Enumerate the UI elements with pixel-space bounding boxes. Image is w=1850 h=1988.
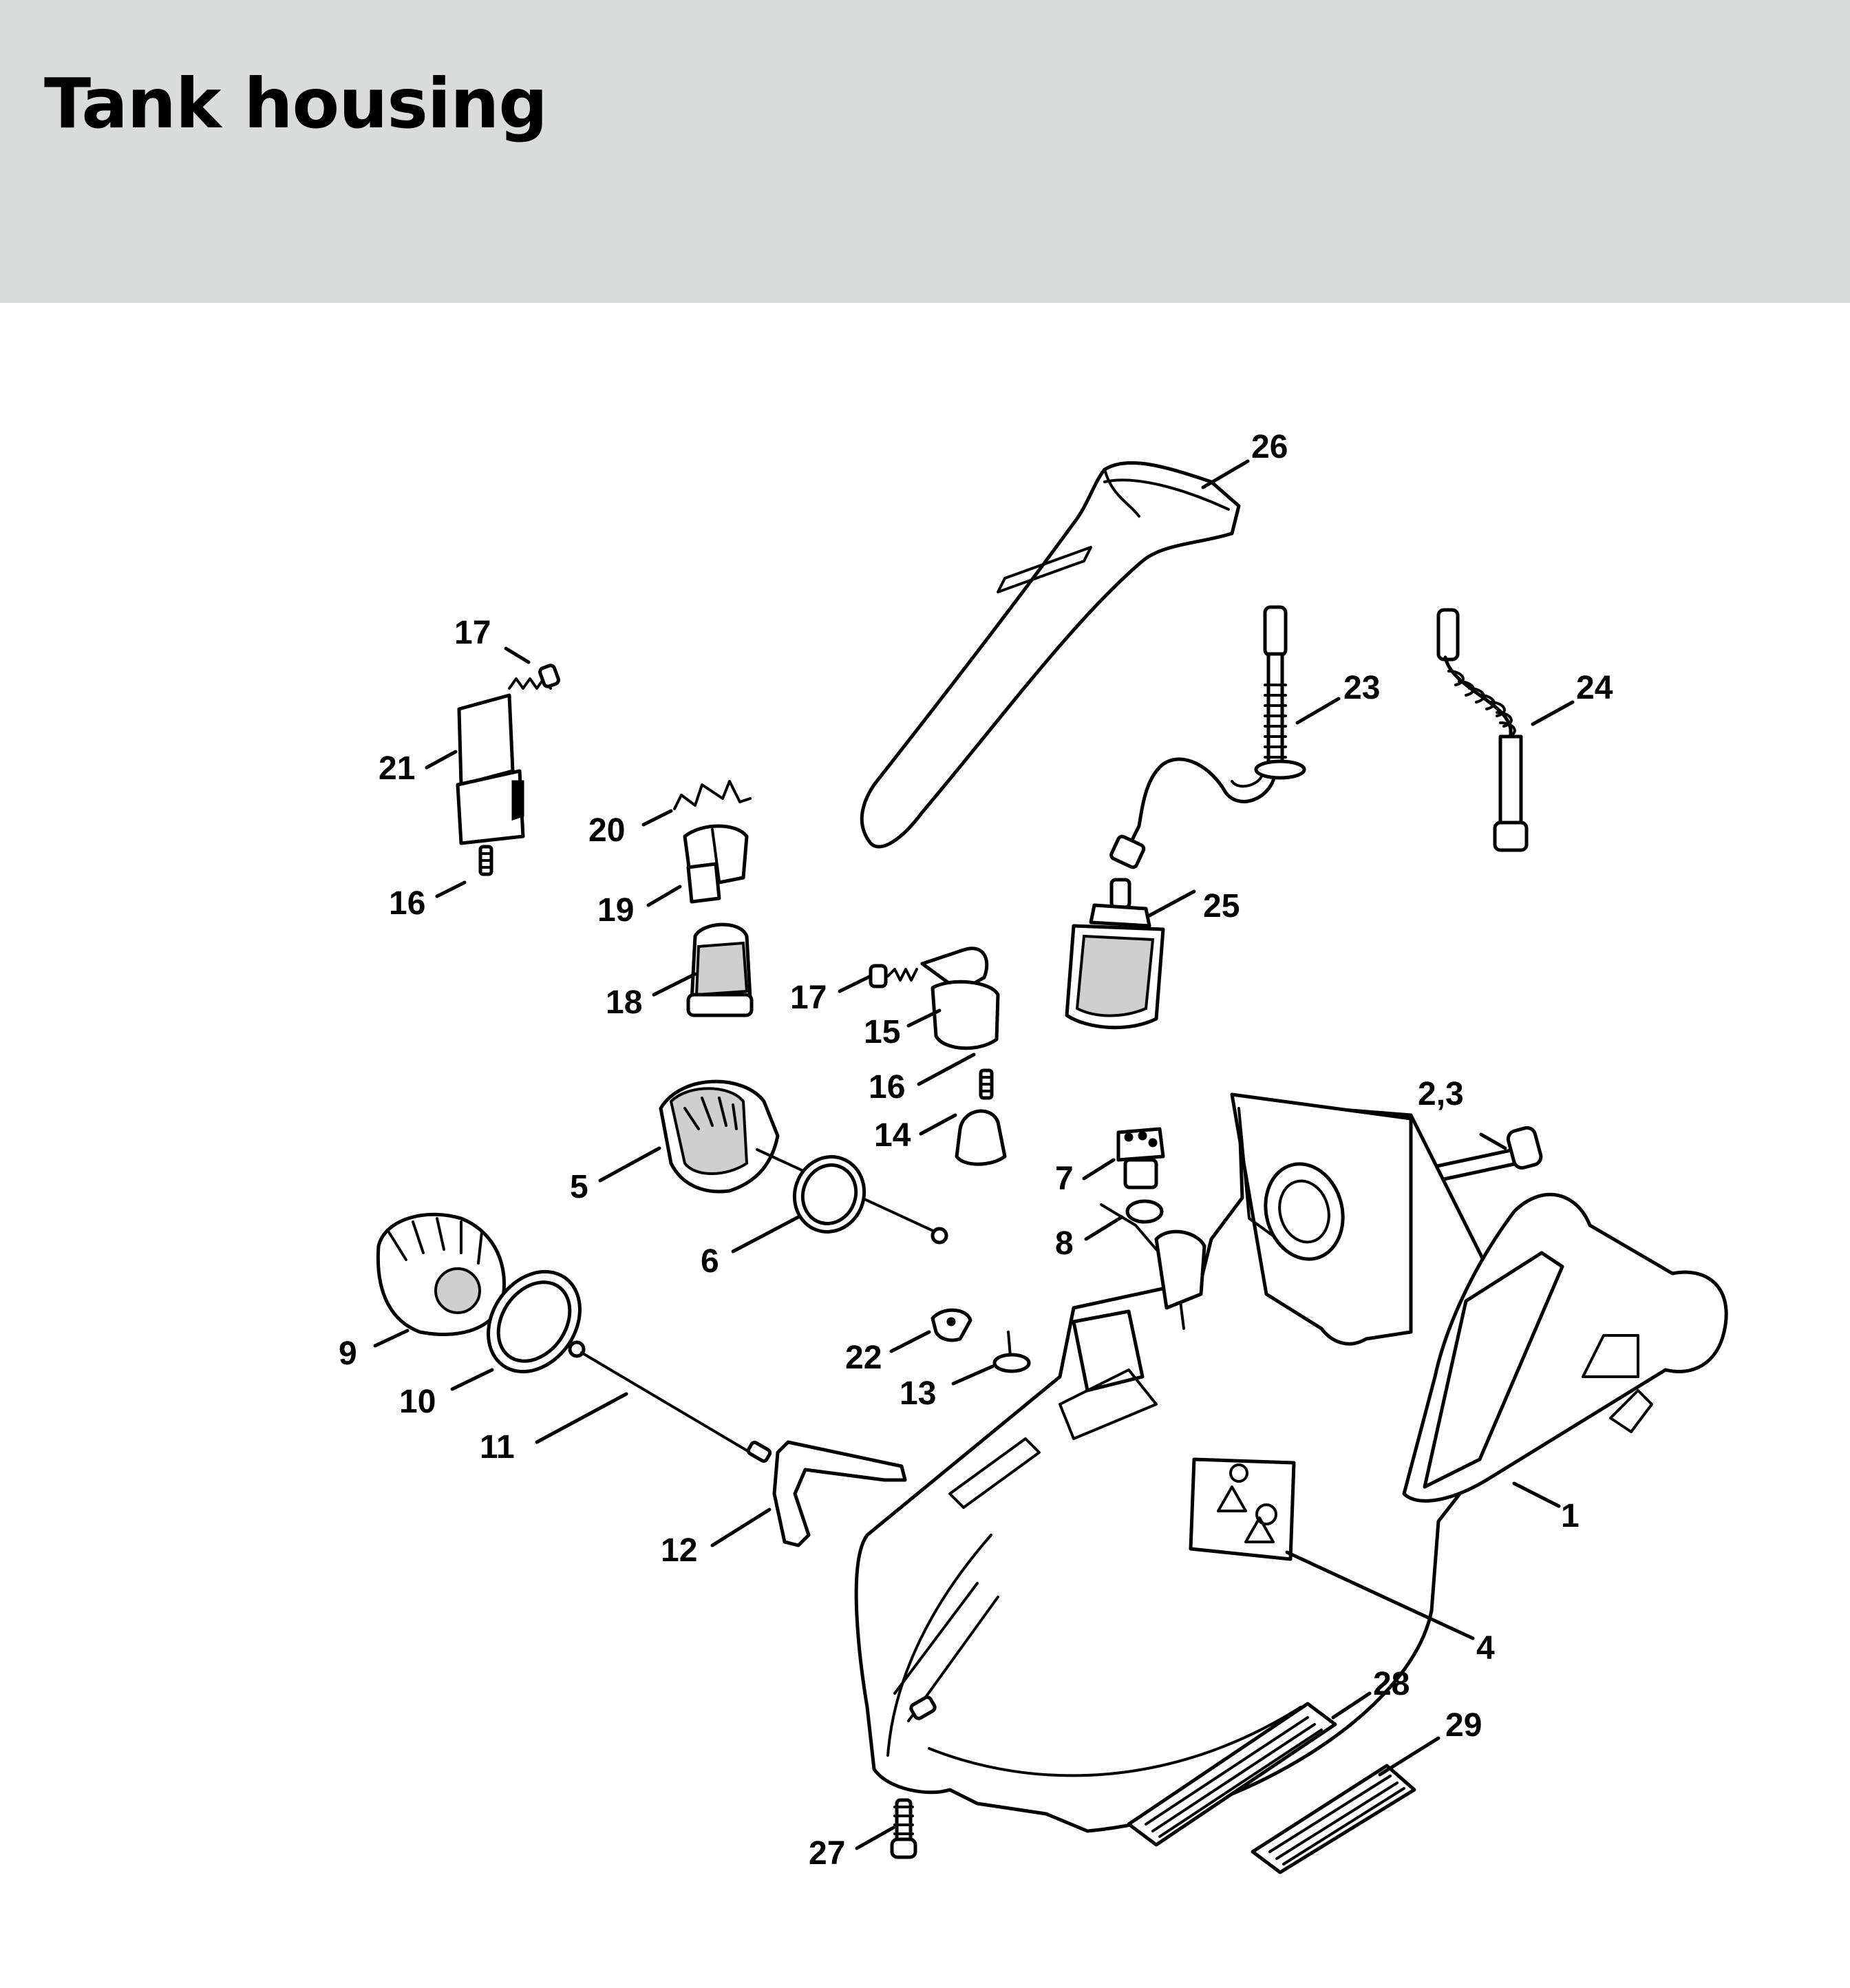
callout-21: 21 bbox=[379, 750, 415, 787]
callout-8: 8 bbox=[1055, 1225, 1074, 1262]
part-7-valve bbox=[1116, 1127, 1165, 1189]
part-14-cap bbox=[955, 1109, 1007, 1166]
callout-19: 19 bbox=[597, 892, 634, 929]
callout-9: 9 bbox=[339, 1335, 357, 1372]
part-23-fuel-hose bbox=[1109, 605, 1306, 869]
part-25-fuel-filter bbox=[1065, 878, 1165, 1030]
callout-18: 18 bbox=[606, 984, 642, 1021]
part-8-seal bbox=[1125, 1199, 1164, 1224]
callout-1: 1 bbox=[1561, 1498, 1580, 1534]
part-12-lever bbox=[772, 1440, 907, 1547]
part-26-handle-cover bbox=[860, 461, 1241, 849]
part-19-knob bbox=[683, 824, 749, 904]
callout-26: 26 bbox=[1251, 429, 1288, 465]
part-22-plug bbox=[931, 1308, 972, 1342]
part-13-valve-pin bbox=[992, 1331, 1031, 1373]
part-20-wire-clip bbox=[673, 780, 752, 810]
header-band: Tank housing bbox=[0, 0, 1850, 303]
part-6-o-ring bbox=[792, 1155, 866, 1234]
callout-14: 14 bbox=[874, 1117, 911, 1154]
part-16-spring-upper bbox=[478, 845, 493, 876]
part-11-cable bbox=[568, 1340, 772, 1463]
callout-23: 23 bbox=[1343, 670, 1380, 706]
callout-28: 28 bbox=[1373, 1666, 1410, 1702]
callout-16-lower: 16 bbox=[869, 1069, 905, 1106]
callout-10: 10 bbox=[399, 1384, 436, 1420]
callout-15: 15 bbox=[864, 1014, 900, 1050]
callout-17-lower: 17 bbox=[790, 980, 827, 1016]
callout-12: 12 bbox=[661, 1532, 697, 1569]
part-16-spring-lower bbox=[979, 1068, 994, 1100]
callout-24: 24 bbox=[1576, 670, 1613, 706]
part-24-fuel-hose-spring bbox=[1436, 608, 1529, 852]
leader-lines bbox=[373, 459, 1575, 1850]
callout-17-upper: 17 bbox=[454, 615, 491, 651]
page-title: Tank housing bbox=[44, 63, 548, 144]
callout-5: 5 bbox=[570, 1169, 588, 1205]
part-29-sticker bbox=[1251, 1764, 1416, 1874]
callout-6: 6 bbox=[701, 1243, 719, 1280]
part-4-warning-label bbox=[1189, 1457, 1296, 1561]
callout-4: 4 bbox=[1476, 1630, 1495, 1667]
callout-labels: 1 2,3 4 5 6 7 8 9 10 11 12 13 14 15 16 1… bbox=[339, 429, 1613, 1872]
part-17-screw-lower bbox=[869, 964, 918, 988]
callout-29: 29 bbox=[1445, 1707, 1482, 1744]
part-17-screw-upper bbox=[508, 664, 560, 690]
callout-20: 20 bbox=[588, 812, 625, 849]
exploded-parts-diagram: 1 2,3 4 5 6 7 8 9 10 11 12 13 14 15 16 1… bbox=[339, 429, 1728, 1874]
part-10-ring bbox=[487, 1269, 582, 1374]
part-1-tank-housing bbox=[854, 1092, 1728, 1833]
part-5-oil-pump bbox=[659, 1079, 948, 1245]
callout-16-upper: 16 bbox=[389, 885, 425, 922]
callout-11: 11 bbox=[480, 1429, 515, 1466]
callout-25: 25 bbox=[1203, 888, 1240, 924]
callout-2-3: 2,3 bbox=[1418, 1076, 1464, 1112]
callout-22: 22 bbox=[845, 1340, 882, 1376]
callout-7: 7 bbox=[1055, 1161, 1074, 1197]
part-9-worm bbox=[376, 1212, 506, 1337]
part-15-valve-body bbox=[920, 947, 1000, 1050]
part-28-sticker bbox=[1127, 1702, 1337, 1847]
part-21-oil-cap bbox=[456, 693, 525, 845]
callout-27: 27 bbox=[809, 1835, 845, 1872]
part-18-strainer bbox=[686, 922, 754, 1017]
part-27-screw bbox=[890, 1798, 917, 1859]
callout-13: 13 bbox=[900, 1375, 936, 1412]
